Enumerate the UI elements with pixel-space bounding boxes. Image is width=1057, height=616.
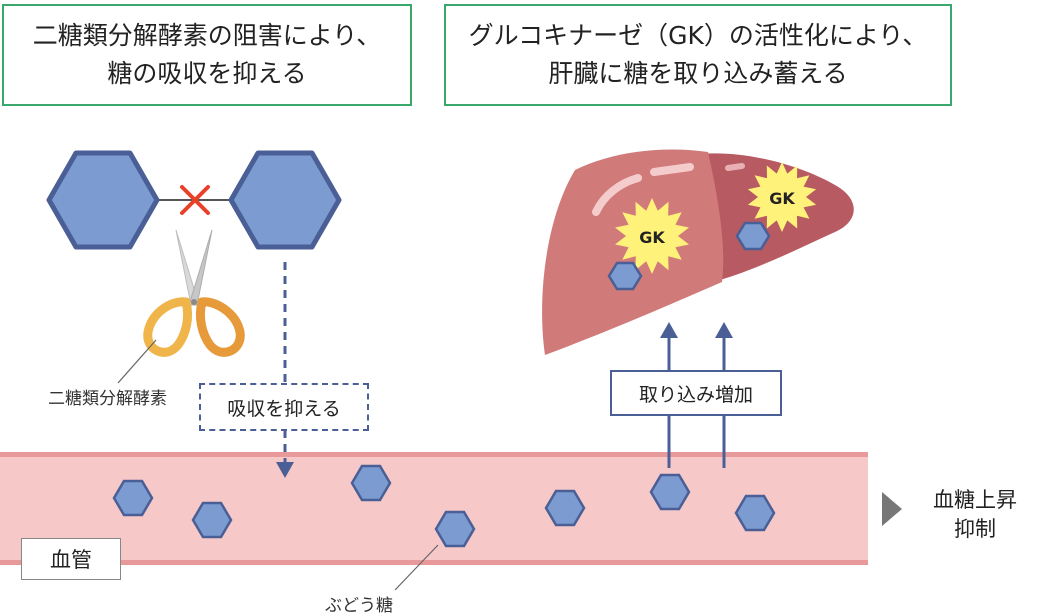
cross-mark-icon [180, 185, 210, 215]
starburst-icon [615, 198, 689, 274]
gk-label-right: GK [769, 189, 795, 208]
left-panel-line-1: 二糖類分解酵素の阻害により、 [32, 21, 382, 50]
hexagon-icon [607, 261, 643, 291]
hexagon-icon [649, 473, 691, 511]
gk-badge-right: GK [747, 162, 817, 232]
arrow-icon [276, 462, 294, 478]
glucose-molecules [112, 464, 776, 548]
right-panel: グルコキナーゼ（GK）の活性化により、 肝臓に糖を取り込み蓄える [444, 4, 952, 106]
liver-highlight-dash [650, 163, 694, 176]
blood-vessel-bottom-edge [0, 560, 868, 565]
gk-label-left: GK [639, 228, 665, 247]
play-triangle-icon [882, 492, 902, 526]
result-label-line-1: 血糖上昇 [933, 488, 1017, 512]
glucose-leader-line [394, 544, 439, 591]
glucose-label: ぶどう糖 [325, 596, 393, 616]
liver-icon [542, 149, 854, 355]
result-label-line-2: 抑制 [954, 517, 996, 541]
inhibit-absorption-label: 吸収を抑える [199, 383, 369, 431]
hexagon-icon [112, 479, 154, 517]
arrow-icon [715, 322, 733, 338]
right-panel-line-2: 肝臓に糖を取り込み蓄える [548, 59, 848, 88]
starburst-icon [747, 162, 817, 232]
left-panel-text: 二糖類分解酵素の阻害により、 糖の吸収を抑える [33, 17, 382, 93]
hexagon-icon [350, 464, 392, 502]
liver-highlight-small [725, 163, 745, 171]
hexagon-icon [734, 494, 776, 532]
enzyme-label: 二糖類分解酵素 [48, 389, 167, 409]
arrow-icon [660, 322, 678, 338]
blood-vessel-top-edge [0, 452, 868, 457]
left-panel: 二糖類分解酵素の阻害により、 糖の吸収を抑える [2, 4, 412, 106]
right-panel-text: グルコキナーゼ（GK）の活性化により、 肝臓に糖を取り込み蓄える [469, 17, 928, 93]
result-label: 血糖上昇 抑制 [915, 486, 1035, 544]
disaccharide [46, 150, 342, 250]
absorption-arrow [276, 262, 294, 478]
hexagon-icon [46, 150, 160, 250]
scissors-icon [117, 229, 245, 384]
liver-highlight [592, 174, 642, 216]
hexagon-icon [228, 150, 342, 250]
hexagon-icon [544, 489, 586, 527]
gk-badge-left: GK [615, 198, 689, 274]
hexagon-icon [191, 501, 233, 539]
hexagon-icon [735, 221, 771, 251]
left-panel-line-2: 糖の吸収を抑える [107, 59, 307, 88]
right-panel-line-1: グルコキナーゼ（GK）の活性化により、 [468, 21, 928, 50]
hexagon-icon [434, 510, 476, 548]
blood-vessel-label: 血管 [21, 538, 121, 580]
increase-uptake-label: 取り込み増加 [610, 370, 782, 416]
